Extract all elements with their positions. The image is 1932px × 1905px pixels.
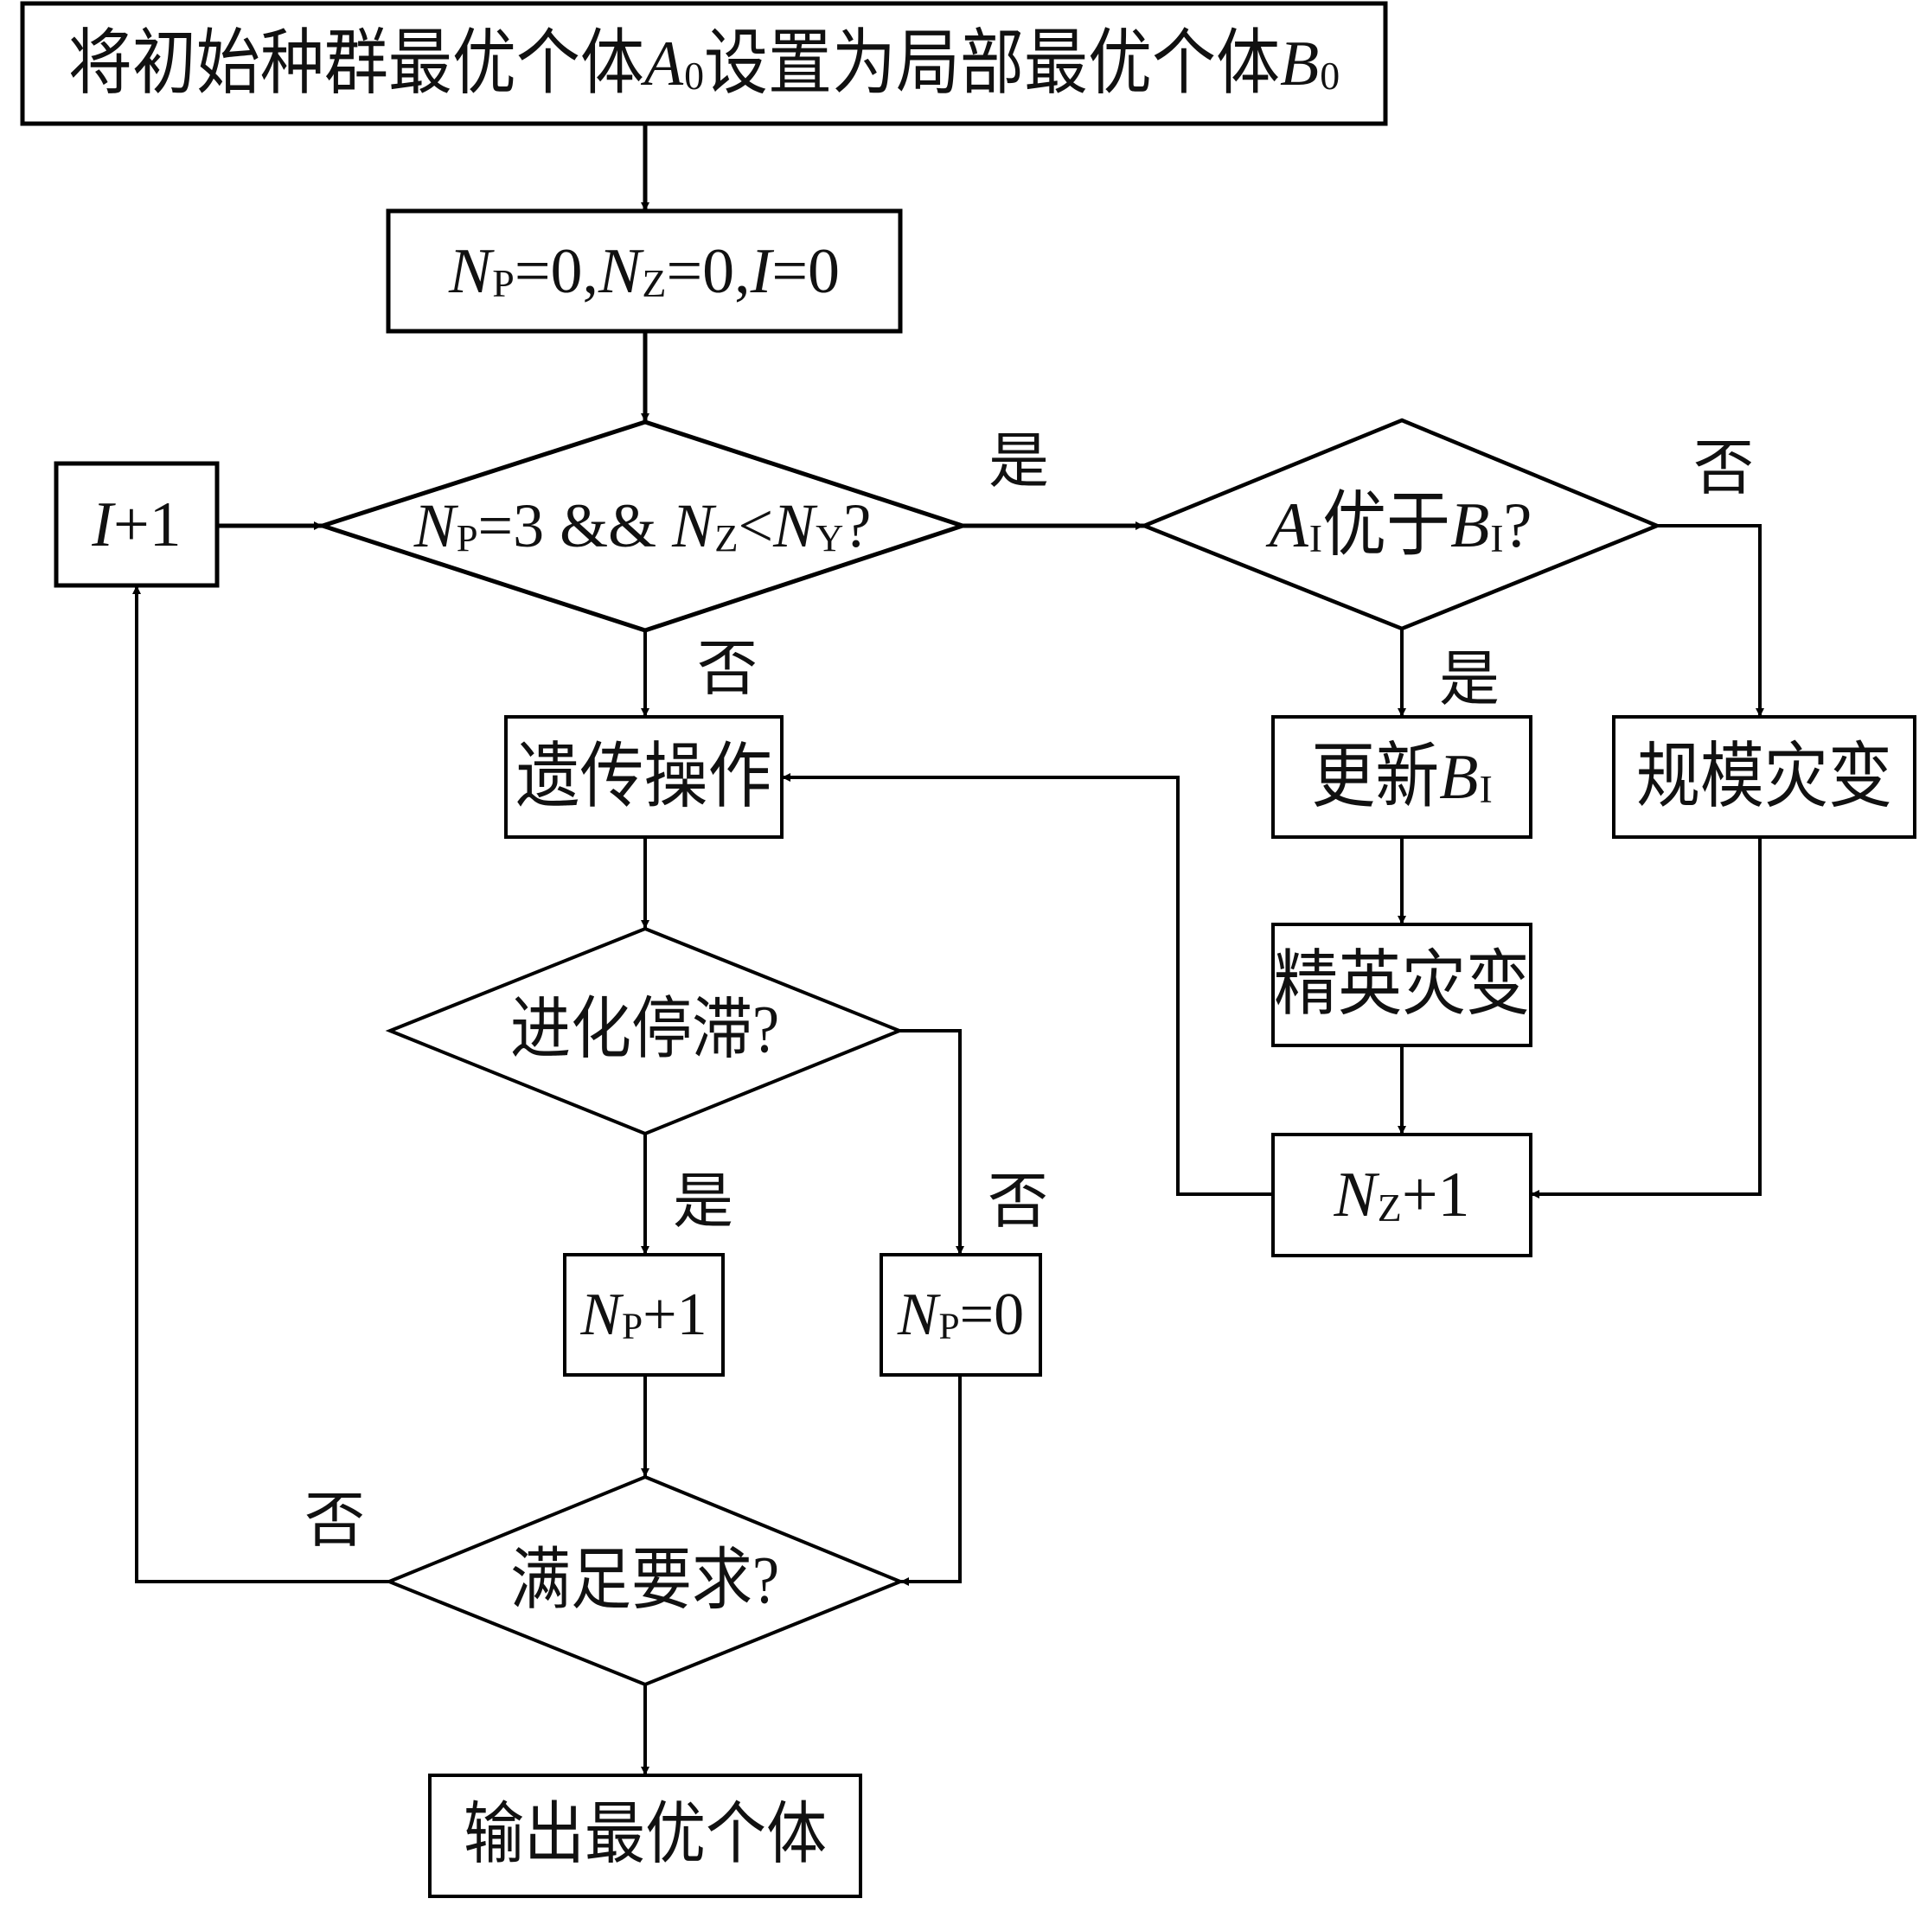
start-box [20, 1, 1388, 126]
reset-np-box [880, 1253, 1042, 1377]
var-a: A [1269, 490, 1308, 561]
label-restart-yes: 是 [988, 429, 1049, 495]
stagnation-condition-text: 进化停滞? [390, 979, 899, 1083]
text-part: =0, [514, 235, 599, 307]
subscript-i: I [1490, 515, 1504, 560]
start-text-part: 设置为局部最优个体 [704, 23, 1280, 104]
text-part: =0 [771, 235, 841, 307]
subscript-p: P [492, 261, 515, 306]
var-b: B [1280, 28, 1320, 99]
text-part: ? [843, 491, 872, 560]
satisfied-condition-text: 满足要求? [389, 1530, 900, 1633]
var-n: N [598, 235, 642, 307]
elite-mutation-box [1271, 923, 1532, 1047]
subscript-p: P [622, 1305, 643, 1347]
var-n: N [897, 1281, 938, 1348]
scale-mutation-text: 规模灾变 [1614, 717, 1915, 837]
text-part: ? [1503, 490, 1532, 561]
init-box [386, 208, 903, 334]
text-part: +1 [112, 489, 182, 560]
subscript-0: 0 [1320, 54, 1340, 99]
label-stagnation-no: 否 [988, 1169, 1048, 1236]
output-text: 输出最优个体 [430, 1775, 860, 1896]
label-stagnation-yes: 是 [673, 1169, 733, 1236]
edge-stagnation-no [899, 1029, 964, 1255]
text-part: 输出最优个体 [464, 1798, 827, 1873]
var-n: N [413, 491, 456, 560]
genetic-op-text: 遗传操作 [506, 717, 782, 837]
edge-scale-to-inc-nz [1531, 837, 1762, 1199]
text-part: 优于 [1322, 486, 1451, 566]
text-part: =0 [959, 1281, 1025, 1348]
subscript-0: 0 [684, 54, 704, 99]
subscript-i: I [1479, 767, 1493, 812]
text-part: =0, [666, 235, 751, 307]
text-part: 进化停滞? [509, 993, 780, 1068]
var-a: A [643, 28, 684, 99]
subscript-z: Z [1377, 1185, 1402, 1230]
var-b: B [1439, 741, 1479, 813]
text-part: 更新 [1311, 737, 1440, 817]
label-restart-no: 否 [697, 636, 758, 703]
text-part: +1 [1401, 1160, 1470, 1231]
edge-inc-nz-to-genetic [782, 773, 1273, 1196]
start-text-part: 将初始种群最优个体 [67, 23, 644, 104]
var-i: I [92, 489, 113, 560]
genetic-op-box [504, 715, 784, 839]
label-better-no: 否 [1693, 436, 1754, 502]
scale-mutation-box [1612, 715, 1916, 839]
subscript-p: P [938, 1305, 960, 1347]
output-box [428, 1774, 862, 1898]
label-satisfied-no: 否 [304, 1488, 365, 1555]
edge-reset-np-to-satisfied [900, 1375, 962, 1586]
text-part: 精英灾变 [1274, 945, 1530, 1025]
update-b-box [1271, 715, 1532, 839]
var-n: N [580, 1281, 622, 1348]
var-b: B [1450, 490, 1490, 561]
text-part: < [738, 491, 774, 560]
text-part: 规模灾变 [1636, 737, 1892, 817]
var-n: N [448, 235, 492, 307]
edge-better-no [1657, 524, 1764, 717]
subscript-p: P [456, 515, 478, 559]
text-part: 遗传操作 [515, 737, 772, 817]
subscript-i: I [1308, 515, 1323, 560]
var-i: I [750, 235, 772, 307]
elite-mutation-text: 精英灾变 [1264, 924, 1539, 1045]
subscript-z: Z [642, 261, 667, 306]
inc-i-box [54, 461, 220, 588]
edge-satisfied-no [132, 585, 389, 1583]
var-n: N [672, 491, 714, 560]
label-better-yes: 是 [1439, 647, 1500, 713]
var-n: N [1334, 1160, 1377, 1231]
subscript-z: Z [714, 515, 739, 559]
text-part: 满足要求? [509, 1544, 780, 1619]
var-n: N [773, 491, 816, 560]
subscript-y: Y [816, 515, 844, 559]
text-part: =3 && [477, 491, 673, 560]
inc-i-text: I+1 [56, 463, 217, 585]
text-part: +1 [643, 1281, 707, 1348]
